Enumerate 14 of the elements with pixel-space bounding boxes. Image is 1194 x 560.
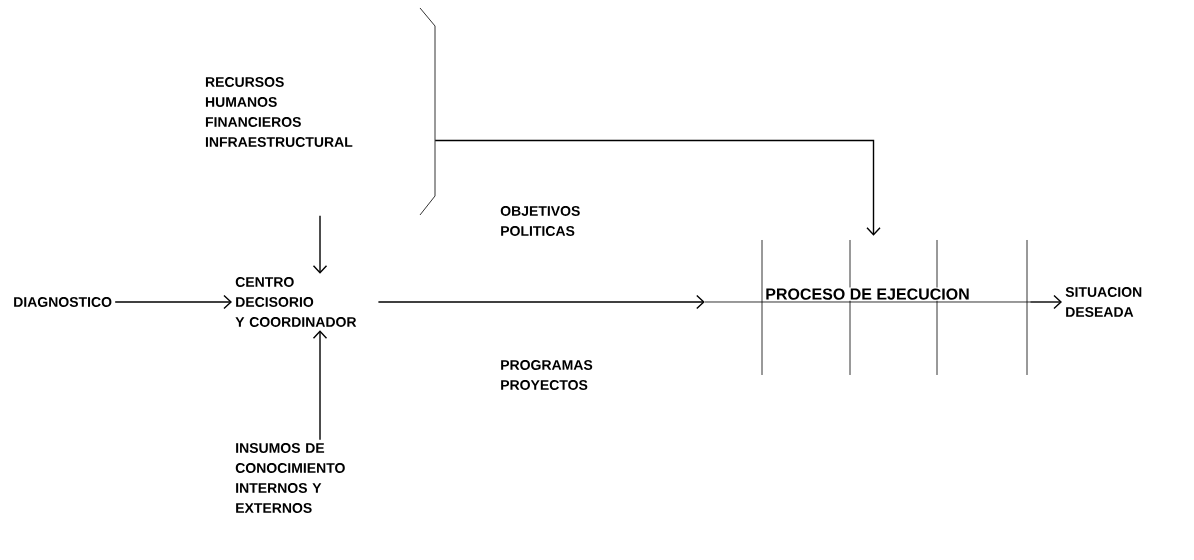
arrow	[312, 330, 328, 441]
arrow	[1029, 294, 1062, 310]
outcome-label: SITUACION DESEADA	[1065, 287, 1142, 317]
flow-note: OBJETIVOS POLITICAS	[500, 206, 580, 236]
arrow	[312, 215, 328, 274]
resource-list: RECURSOS HUMANOS FINANCIEROS INFRAESTRUCTURAL	[205, 77, 353, 147]
flow-note: PROGRAMAS PROYECTOS	[501, 360, 593, 390]
input-label: DIAGNOSTICO	[14, 297, 112, 307]
arrow	[377, 294, 705, 310]
arrow	[434, 139, 881, 236]
arrow	[114, 294, 232, 310]
process-title: PROCESO DE EJECUCION	[764, 287, 971, 301]
decision-center-label: CENTRO DECISORIO Y COORDINADOR	[235, 277, 357, 327]
knowledge-input-list: INSUMOS DE CONOCIMIENTO INTERNOS Y EXTERNOS	[235, 443, 345, 513]
